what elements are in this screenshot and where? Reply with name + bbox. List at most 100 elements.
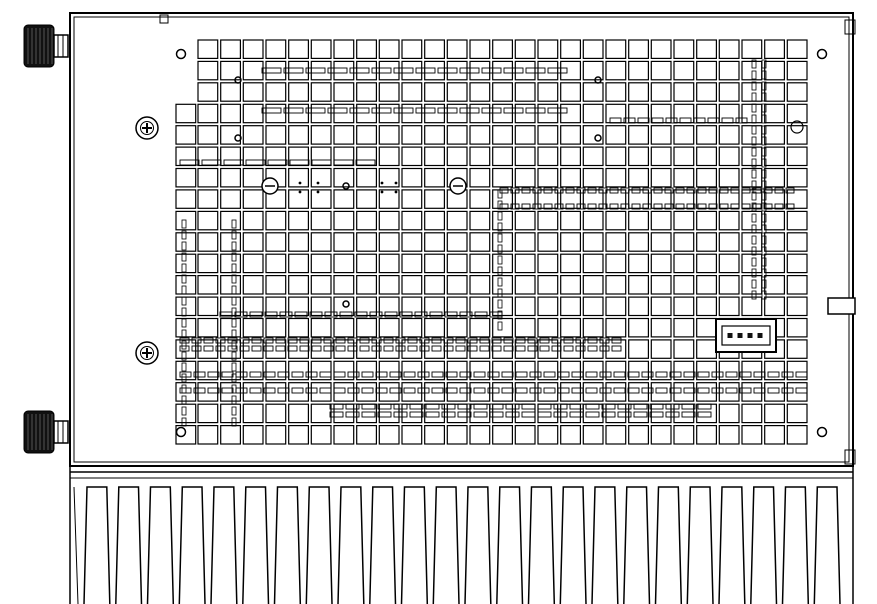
vent-slot: [175, 167, 197, 188]
vent-slot: [265, 425, 287, 445]
vent-slot: [628, 360, 650, 381]
vent-slot: [288, 253, 310, 274]
vent-slot: [242, 82, 264, 102]
vent-slot: [446, 253, 468, 274]
vent-slot: [265, 39, 287, 59]
vent-slot: [378, 232, 400, 252]
pcb-trace: [431, 387, 444, 394]
vent-slot: [673, 296, 695, 317]
vent-slot: [696, 296, 718, 317]
vent-slot: [220, 60, 241, 81]
pcb-trace: [611, 337, 622, 344]
enclosure-body: [69, 12, 856, 467]
vent-slot: [514, 360, 536, 381]
heatsink-fin: [527, 486, 556, 604]
pcb-trace: [431, 371, 444, 378]
vent-slot: [446, 232, 468, 252]
vent-slot: [265, 403, 287, 424]
vent-slot: [537, 103, 559, 124]
pcb-trace: [277, 387, 290, 394]
vent-slot: [582, 189, 604, 209]
vent-slot: [469, 275, 491, 295]
pcb-trace: [227, 345, 238, 352]
component-pad: [437, 107, 458, 114]
vent-slot: [197, 403, 219, 424]
component-pad: [305, 107, 326, 114]
vent-slot: [220, 82, 241, 102]
vent-slot: [310, 403, 332, 424]
vent-slot: [242, 403, 264, 424]
vent-slot: [582, 125, 604, 145]
vent-slot: [469, 60, 491, 81]
jumper-pin: [380, 190, 384, 194]
pcb-trace: [491, 345, 502, 352]
pcb-trace: [291, 371, 304, 378]
vent-slot: [718, 275, 740, 295]
vent-slot: [718, 39, 740, 59]
pcb-trace: [425, 411, 440, 418]
pcb-trace: [294, 311, 308, 318]
vent-slot: [582, 82, 604, 102]
vent-slot: [378, 339, 400, 359]
vent-slot: [333, 210, 355, 231]
component-pad: [459, 107, 480, 114]
vent-slot: [492, 425, 514, 445]
vent-slot: [401, 82, 423, 102]
vent-slot: [424, 232, 446, 252]
component-pad: [201, 159, 222, 166]
vent-slot: [650, 253, 672, 274]
vent-slot: [764, 125, 786, 145]
vent-slot: [560, 425, 582, 445]
vent-slot: [378, 403, 400, 424]
pcb-trace: [459, 387, 472, 394]
vent-slot: [786, 82, 808, 102]
vent-slot: [650, 146, 672, 167]
pcb-trace: [751, 279, 757, 289]
component-pad: [283, 107, 304, 114]
pcb-trace: [781, 387, 794, 394]
pcb-trace: [761, 81, 767, 91]
pcb-trace: [479, 345, 490, 352]
vent-slot: [333, 360, 355, 381]
vent-slot: [356, 60, 378, 81]
vent-slot: [265, 82, 287, 102]
pcb-trace: [193, 371, 206, 378]
pcb-trace: [613, 387, 626, 394]
vent-slot: [378, 125, 400, 145]
vent-slot: [424, 403, 446, 424]
vent-slot: [310, 425, 332, 445]
vent-slot: [469, 167, 491, 188]
vent-slot: [356, 39, 378, 59]
enclosure-outline: [69, 12, 854, 467]
vent-slot: [628, 382, 650, 402]
pcb-trace: [181, 241, 187, 251]
vent-slot: [197, 275, 219, 295]
pcb-trace: [719, 203, 729, 210]
vent-slot: [786, 60, 808, 81]
pcb-trace: [275, 345, 286, 352]
pcb-trace: [497, 189, 503, 199]
vent-slot: [673, 60, 695, 81]
pcb-trace: [785, 203, 795, 210]
vent-slot: [696, 253, 718, 274]
vent-slot: [537, 296, 559, 317]
vent-slot: [265, 103, 287, 124]
vent-slot: [582, 167, 604, 188]
vent-slot: [560, 382, 582, 402]
vent-slot: [242, 60, 264, 81]
vent-slot: [582, 232, 604, 252]
vent-slot: [310, 82, 332, 102]
vent-slot: [605, 146, 627, 167]
vent-slot: [718, 382, 740, 402]
pcb-trace: [191, 337, 202, 344]
pcb-trace: [497, 266, 503, 276]
pcb-trace: [503, 345, 514, 352]
vent-slot: [356, 275, 378, 295]
component-pad: [305, 67, 326, 74]
vent-slot: [492, 39, 514, 59]
pcb-trace: [239, 345, 250, 352]
vent-slot: [650, 39, 672, 59]
pcb-trace: [319, 371, 332, 378]
vent-slot: [741, 403, 763, 424]
pcb-trace: [761, 92, 767, 102]
